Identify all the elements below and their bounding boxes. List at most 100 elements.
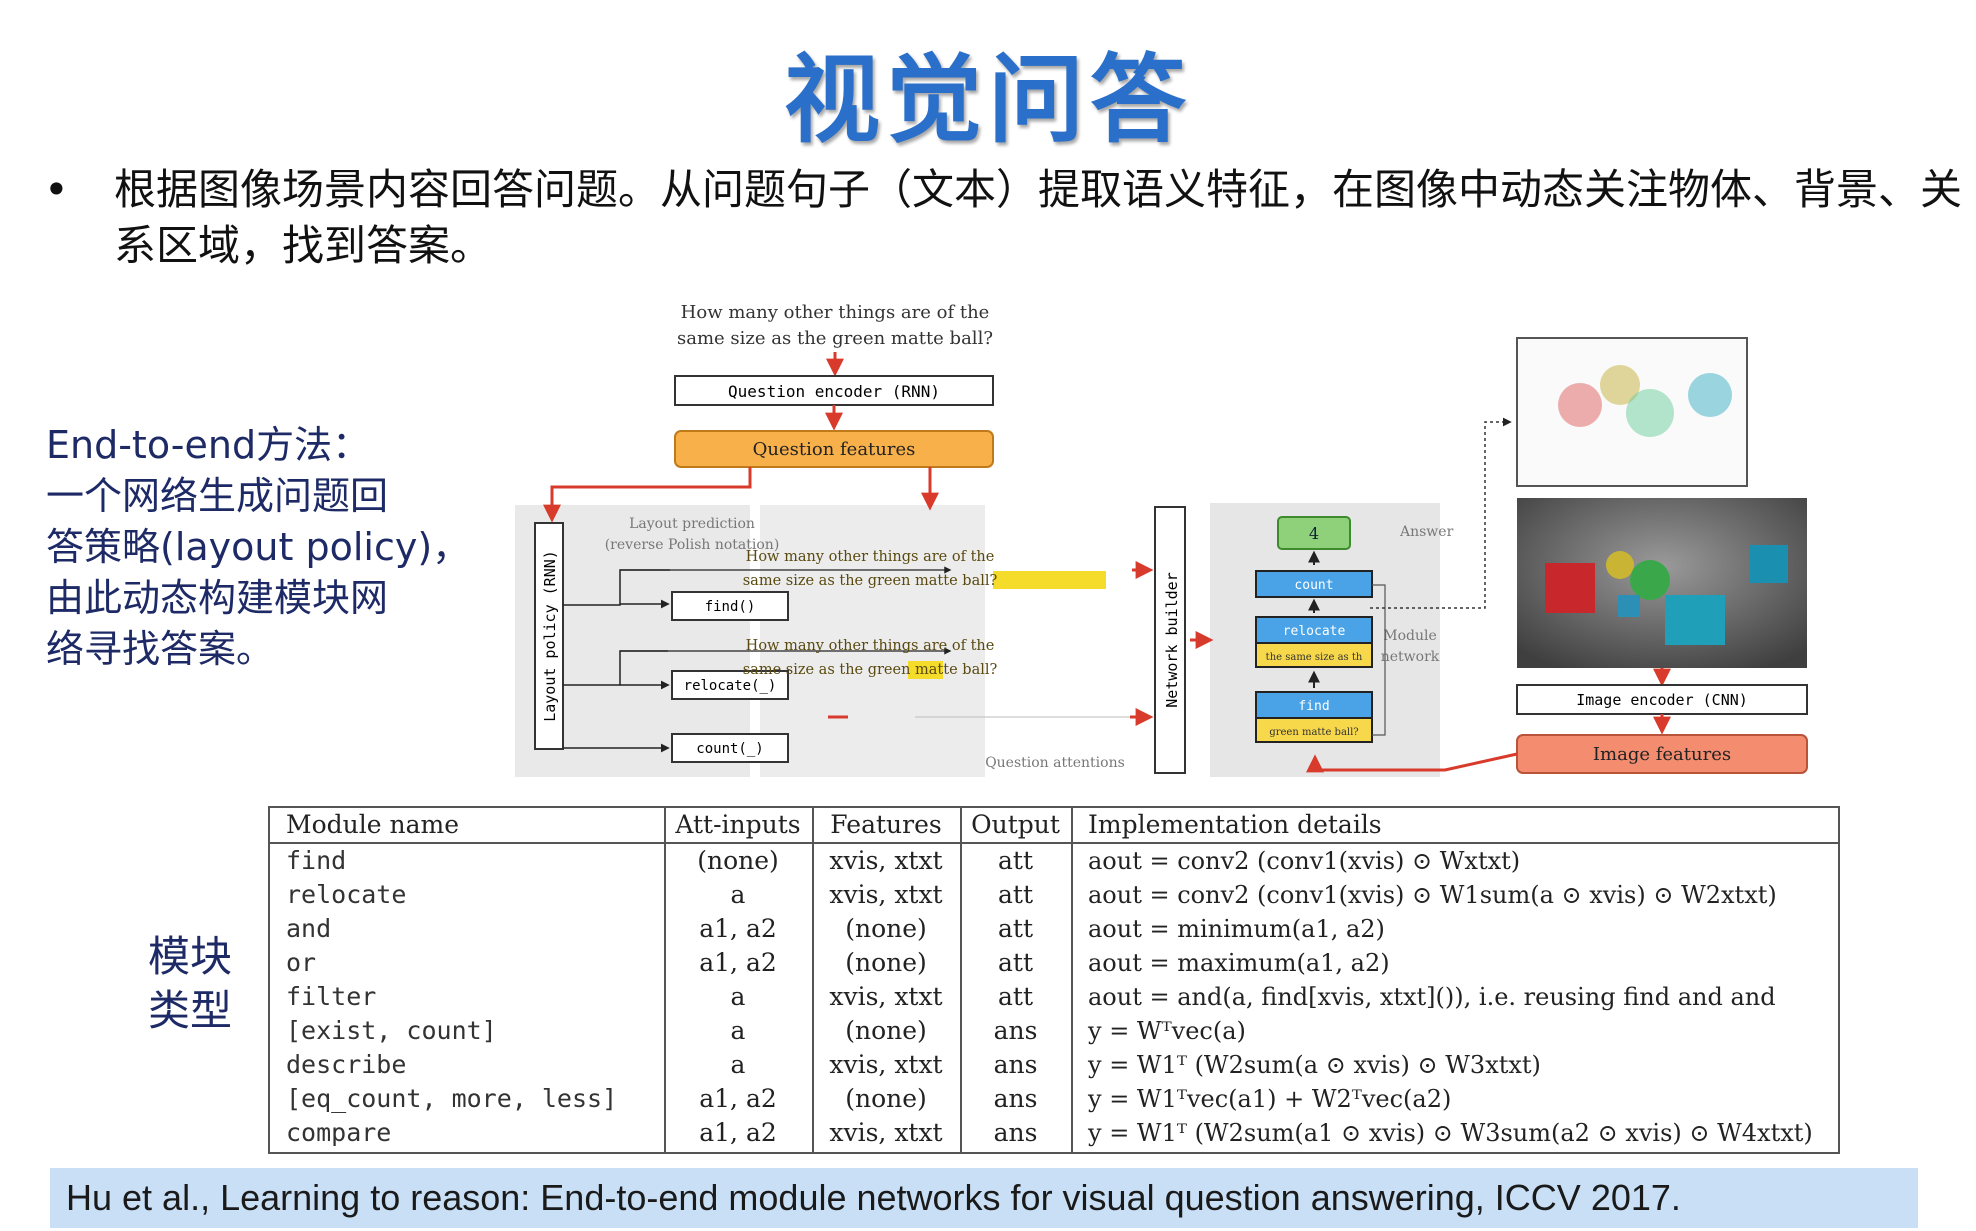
net-find-snippet: green matte ball? — [1269, 727, 1358, 738]
architecture-figure: How many other things are of the same si… — [515, 302, 1808, 777]
table-cell: compare — [286, 1118, 392, 1147]
question-features-label: Question features — [753, 439, 916, 460]
table-header-cell: Implementation details — [1088, 810, 1382, 839]
side-note-line: 答策略(layout policy)， — [46, 525, 471, 569]
input-question-line: How many other things are of the — [681, 302, 990, 323]
table-cell: a — [730, 1016, 746, 1045]
find-module-label: find() — [705, 599, 756, 615]
layout-prediction-line: Layout prediction — [629, 516, 755, 532]
net-relocate-snippet: the same size as th — [1266, 652, 1363, 663]
side-note-line: End-to-end方法： — [46, 423, 371, 467]
answer-value: 4 — [1309, 524, 1319, 543]
table-cell: find — [286, 846, 347, 875]
table-cell: xvis, xtxt — [829, 846, 943, 875]
layout-policy-label: Layout policy (RNN) — [541, 550, 559, 722]
question-features-box — [674, 430, 994, 468]
net-find-label: find — [1298, 699, 1329, 714]
bullet-text: 根据图像场景内容回答问题。从问题句子（文本）提取语义特征，在图像中动态关注物体、… — [114, 165, 1963, 270]
table-cell: att — [998, 880, 1033, 909]
table-cell: (none) — [845, 1016, 927, 1045]
bullet-marker: • — [44, 165, 69, 214]
table-cell: att — [998, 846, 1033, 875]
table-cell: [eq_count, more, less] — [286, 1084, 618, 1113]
net-find-box — [1255, 691, 1373, 719]
table-cell: (none) — [845, 914, 927, 943]
module-types-label: 模块 类型 — [148, 932, 233, 1035]
table-cell: att — [998, 914, 1033, 943]
table-cell: a — [730, 1050, 746, 1079]
table-cell: ans — [993, 1118, 1038, 1147]
table-cell: aout = minimum(a1, a2) — [1088, 915, 1385, 943]
layout-prediction-line: (reverse Polish notation) — [605, 537, 780, 553]
count-module-label: count(_) — [696, 741, 763, 757]
table-cell: aout = conv2 (conv1(xvis) ⊙ W1sum(a ⊙ xv… — [1088, 881, 1777, 909]
table-cell: aout = and(a, find[xvis, xtxt]()), i.e. … — [1088, 983, 1776, 1011]
find-module-box — [671, 591, 789, 621]
slide-title: 视觉问答 — [784, 44, 1192, 156]
table-cell: or — [286, 948, 317, 977]
table-cell: aout = conv2 (conv1(xvis) ⊙ Wxtxt) — [1088, 847, 1521, 875]
table-cell: xvis, xtxt — [829, 1118, 943, 1147]
table-cell: a1, a2 — [699, 1084, 777, 1113]
table-cell: describe — [286, 1050, 407, 1079]
table-header — [270, 808, 1838, 844]
table-cell: att — [998, 982, 1033, 1011]
answer-box — [1277, 516, 1351, 550]
net-count-box — [1255, 570, 1373, 598]
image-features-label: Image features — [1593, 744, 1731, 765]
table-header-cell: Output — [971, 810, 1060, 839]
table-cell: (none) — [845, 948, 927, 977]
side-note-line: 络寻找答案。 — [46, 627, 275, 671]
image-encoder-label: Image encoder (CNN) — [1576, 691, 1748, 709]
table-header-cell: Features — [830, 810, 942, 839]
attention-question-line: How many other things are of the — [746, 638, 995, 654]
table-cell: and — [286, 914, 332, 943]
question-encoder-label: Question encoder (RNN) — [728, 382, 940, 401]
table-cell: a1, a2 — [699, 948, 777, 977]
table-header-cell: Att-inputs — [675, 810, 801, 839]
module-network-label: Module — [1383, 628, 1437, 644]
side-note-line: 由此动态构建模块网 — [46, 576, 389, 620]
net-relocate-label: relocate — [1283, 624, 1346, 639]
module-table: Module name Att-inputs Features Output Imple… — [268, 806, 1840, 1154]
attention-question-line: same size as the green matte ball? — [743, 573, 998, 589]
table-cell: xvis, xtxt — [829, 982, 943, 1011]
table-cell: (none) — [845, 1084, 927, 1113]
table-cell: xvis, xtxt — [829, 880, 943, 909]
table-cell: relocate — [286, 880, 407, 909]
table-cell: ans — [993, 1016, 1038, 1045]
input-question-line: same size as the green matte ball? — [677, 328, 993, 349]
table-cell: y = W1ᵀvec(a1) + W2ᵀvec(a2) — [1088, 1085, 1452, 1113]
table-cell: y = W1ᵀ (W2sum(a ⊙ xvis) ⊙ W3xtxt) — [1088, 1051, 1541, 1079]
module-network-label: network — [1381, 649, 1440, 665]
table-cell: att — [998, 948, 1033, 977]
table-cell: a1, a2 — [699, 914, 777, 943]
table-cell: ans — [993, 1050, 1038, 1079]
table-cell: ans — [993, 1084, 1038, 1113]
network-builder-label: Network builder — [1163, 572, 1181, 707]
table-cell: filter — [286, 982, 377, 1011]
table-header-cell: Module name — [286, 810, 459, 839]
question-attentions-label: Question attentions — [985, 755, 1125, 771]
count-module-box — [671, 733, 789, 763]
table-cell: (none) — [697, 846, 779, 875]
table-cell: y = Wᵀvec(a) — [1088, 1017, 1246, 1045]
relocate-module-label: relocate(_) — [684, 678, 777, 694]
side-note-line: 一个网络生成问题回 — [46, 474, 389, 518]
attention-question-line: same size as the green matte ball? — [743, 662, 998, 678]
citation-bar: Hu et al., Learning to reason: End-to-en… — [50, 1168, 1918, 1228]
table-cell: a — [730, 982, 746, 1011]
network-builder-box — [1154, 506, 1186, 774]
attention-question-line: How many other things are of the — [746, 549, 995, 565]
table-cell: y = W1ᵀ (W2sum(a1 ⊙ xvis) ⊙ W3sum(a2 ⊙ x… — [1088, 1119, 1813, 1147]
table-cell: aout = maximum(a1, a2) — [1088, 949, 1390, 977]
attention-panel — [760, 505, 985, 777]
net-count-label: count — [1294, 578, 1333, 593]
layout-policy-box — [534, 522, 564, 750]
image-encoder-box — [1516, 684, 1808, 715]
table-cell: xvis, xtxt — [829, 1050, 943, 1079]
answer-label: Answer — [1399, 524, 1454, 540]
side-note: End-to-end方法： 一个网络生成问题回 答策略(layout polic… — [46, 420, 476, 675]
relocate-module-box — [671, 670, 789, 700]
table-cell: a — [730, 880, 746, 909]
